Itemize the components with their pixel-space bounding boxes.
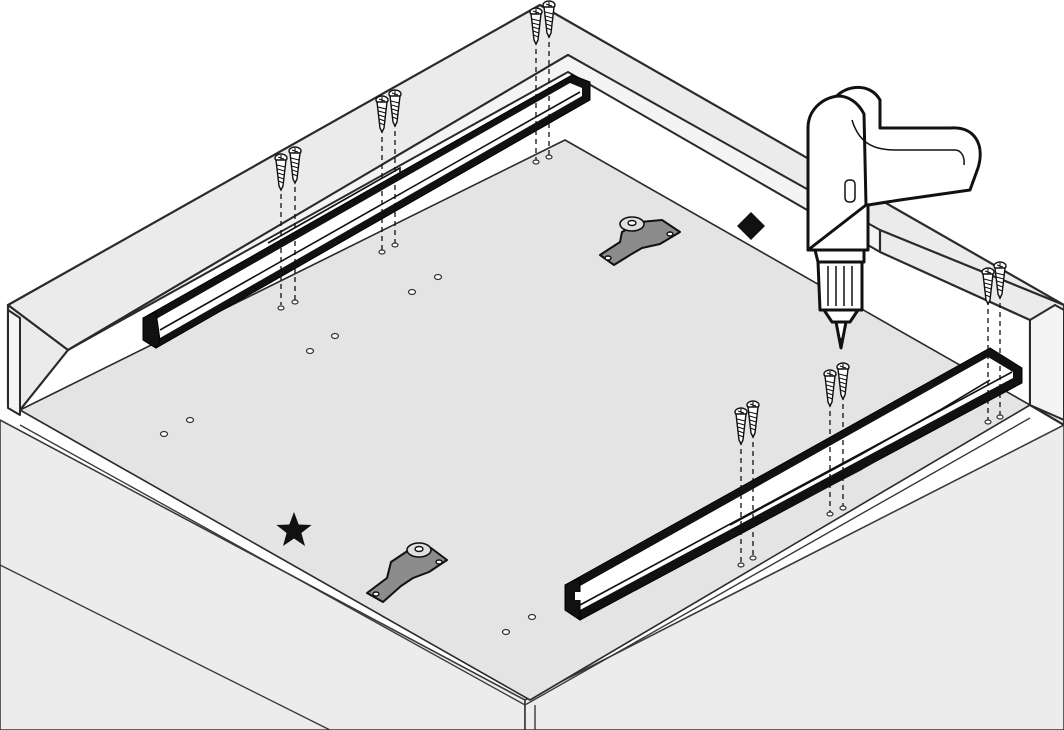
screw-icon: [734, 407, 748, 446]
drill-bit: [834, 320, 848, 350]
screw-icon: [981, 267, 995, 306]
bracket-hole: [666, 231, 674, 237]
right-runner-face: [573, 357, 1013, 610]
screws: [274, 0, 1007, 446]
cabinet-front-panel: [0, 419, 526, 730]
hole: [839, 505, 847, 511]
hole: [305, 347, 315, 355]
hole: [984, 419, 992, 425]
hole: [407, 288, 417, 296]
right-runner-extension: [729, 379, 991, 526]
cabinet-left-wall-face: [7, 309, 21, 416]
drill-handle-detail: [851, 119, 965, 166]
drill-chuck: [813, 248, 866, 264]
drill-grip: [806, 94, 868, 252]
cabinet-right-panel: [524, 424, 1064, 730]
right-runner-cap: [575, 592, 583, 600]
left-runner-end: [142, 311, 161, 349]
drill-collar: [816, 260, 864, 312]
hole: [378, 249, 386, 255]
diamond-icon: [737, 212, 765, 240]
bracket-icon: [599, 219, 681, 266]
bracket-hole: [627, 219, 637, 227]
hole: [159, 430, 169, 438]
right-runner: [564, 347, 1023, 621]
hole: [532, 159, 540, 165]
front-bracket: [366, 542, 448, 603]
left-runner-groove: [159, 91, 581, 331]
bracket-hole: [414, 545, 424, 553]
right-runner-end: [564, 577, 581, 621]
cabinet: [0, 3, 1064, 730]
star-icon: [276, 512, 312, 546]
screw-icon: [993, 261, 1007, 300]
bracket-icon: [366, 547, 448, 603]
left-runner-step: [267, 166, 401, 251]
drill-nose: [822, 308, 860, 324]
hole: [996, 414, 1004, 420]
cabinet-front-divider: [0, 564, 331, 730]
drill-switch: [844, 179, 856, 203]
drill-icon: [838, 338, 844, 348]
screw-icon: [529, 7, 543, 46]
hole: [737, 562, 745, 568]
hole: [391, 242, 399, 248]
hole: [501, 628, 511, 636]
screw-icon: [823, 369, 837, 408]
bracket-hole: [372, 591, 380, 597]
hole: [527, 613, 537, 621]
hole: [749, 555, 757, 561]
hole: [545, 154, 553, 160]
cabinet-right-wall-face: [1029, 304, 1064, 421]
hole: [185, 416, 195, 424]
screw-icon: [274, 153, 288, 192]
screw-icon: [288, 146, 302, 185]
screw-icon: [388, 89, 402, 128]
pilot-holes: [159, 273, 537, 636]
screw-guides: [280, 33, 1001, 562]
hole: [826, 511, 834, 517]
hole: [433, 273, 443, 281]
hole: [330, 332, 340, 340]
left-runner: [142, 74, 591, 349]
hole: [277, 305, 285, 311]
star-marker: [276, 512, 312, 546]
bracket-hole: [604, 255, 612, 261]
guide-end-holes: [277, 154, 1004, 568]
floor-front-edge: [19, 417, 1031, 706]
screw-icon: [746, 400, 760, 439]
cordless-drill: [806, 85, 982, 350]
screw-icon: [542, 0, 556, 39]
rear-bracket: [599, 216, 681, 266]
right-runner-lower: [724, 399, 981, 541]
screw-icon: [375, 95, 389, 134]
screw-icon: [836, 362, 850, 401]
diamond-marker: [737, 212, 765, 240]
bracket-hole: [435, 559, 443, 565]
hole: [291, 299, 299, 305]
